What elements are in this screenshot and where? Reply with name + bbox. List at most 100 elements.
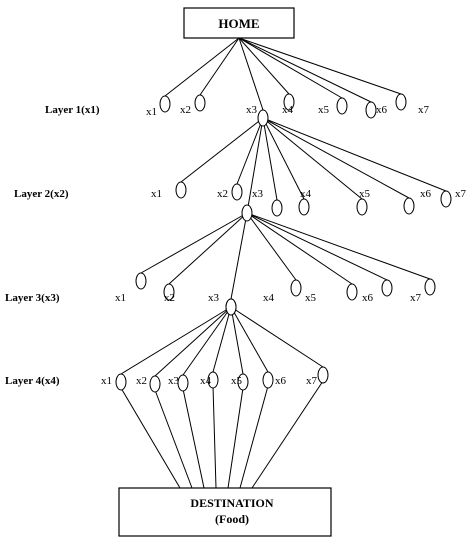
destination-node: DESTINATION (Food) (118, 487, 332, 537)
layer-2-node-label: x3 (252, 188, 264, 200)
layer-3-node (424, 278, 436, 296)
layer-4-node-label: x5 (231, 375, 243, 387)
edge-home-to-layer-1 (238, 37, 372, 103)
edge-layer-2-to-layer-3 (246, 212, 388, 281)
layer-4-node (317, 366, 329, 384)
layer-3-node-label: x5 (305, 292, 317, 304)
layer-2-label: Layer 2(x2) (14, 188, 69, 200)
layer-4-node (177, 374, 189, 392)
edge-home-to-layer-1 (238, 37, 264, 111)
edge-home-to-layer-1 (238, 37, 343, 99)
edge-layer-1-to-layer-2 (262, 117, 278, 201)
edge-layer-4-to-destination (251, 380, 324, 489)
edge-layer-3-to-layer-4 (212, 306, 232, 373)
edges (120, 37, 447, 489)
layer-2-node (175, 181, 187, 199)
edge-layer-2-to-layer-3 (246, 212, 353, 285)
edge-layer-1-to-layer-2 (262, 117, 363, 200)
layer-1-node-label: x7 (418, 104, 430, 116)
layer-4-node-label: x3 (168, 375, 180, 387)
edge-layer-1-to-layer-2 (180, 117, 264, 183)
layer-3-node-label: x3 (208, 292, 220, 304)
destination-sublabel: (Food) (215, 512, 249, 526)
layer-1-node (336, 97, 348, 115)
edge-layer-2-to-layer-3 (168, 212, 248, 285)
edge-layer-4-to-destination (239, 385, 269, 489)
layer-4-node-label: x7 (306, 375, 318, 387)
layer-3-label: Layer 3(x3) (5, 292, 60, 304)
destination-box (118, 487, 332, 537)
edge-layer-4-to-destination (154, 389, 193, 489)
layer-3-node-label: x1 (115, 292, 126, 304)
edge-home-to-layer-1 (238, 37, 290, 95)
layer-3-node (135, 272, 147, 290)
layer-4-node-label: x2 (136, 375, 147, 387)
layer-1-node-label: x3 (246, 104, 258, 116)
layer-2-node-label: x6 (420, 188, 432, 200)
layer-1-label: Layer 1(x1) (45, 104, 100, 116)
layer-1-node (257, 109, 269, 127)
layer-3-node-label: x7 (410, 292, 422, 304)
nodes (115, 93, 452, 393)
layer-3-hub-node (225, 298, 237, 316)
layer-3-node (346, 283, 358, 301)
layer-2-hub-node (241, 204, 253, 222)
layer-4-node-label: x1 (101, 375, 112, 387)
layer-3-node-label: x4 (263, 292, 275, 304)
layer-3-node (290, 279, 302, 297)
edge-layer-3-to-layer-4 (230, 306, 324, 368)
layer-2-node-label: x7 (455, 188, 467, 200)
edge-layer-3-to-layer-4 (120, 306, 232, 375)
layer-1-node (395, 93, 407, 111)
layer-3-node (163, 283, 175, 301)
destination-label: DESTINATION (190, 496, 273, 510)
home-box (183, 7, 295, 39)
edge-layer-1-to-layer-2 (262, 117, 447, 192)
layer-3-node-label: x6 (362, 292, 374, 304)
edge-layer-1-to-layer-2 (262, 117, 410, 199)
edge-home-to-layer-1 (164, 37, 240, 97)
layer-1-node-label: x1 (146, 106, 157, 118)
layer-4-node (262, 371, 274, 389)
edge-layer-1-to-layer-2 (262, 117, 305, 200)
edge-layer-4-to-destination (227, 387, 244, 489)
layer-2-node-label: x5 (359, 188, 371, 200)
home-node: HOME (183, 7, 295, 39)
layer-2-node-label: x1 (151, 188, 162, 200)
edge-layer-3-to-layer-4 (182, 306, 232, 376)
layer-3-node (381, 279, 393, 297)
layer-2-node (298, 198, 310, 216)
layer-4-node (237, 373, 249, 391)
layer-2-node (403, 197, 415, 215)
edge-layer-4-to-destination (212, 385, 217, 489)
layer-2-node (271, 199, 283, 217)
edge-home-to-layer-1 (238, 37, 402, 95)
edge-home-to-layer-1 (199, 37, 240, 96)
edge-layer-4-to-destination (182, 388, 205, 489)
layer-3-node-label: x2 (164, 292, 175, 304)
home-label: HOME (218, 16, 259, 31)
edge-layer-1-to-layer-2 (236, 117, 264, 185)
edge-layer-2-to-layer-3 (246, 212, 431, 280)
layer-1-node (283, 93, 295, 111)
layer-2-node-label: x4 (300, 188, 312, 200)
layer-4-node (207, 371, 219, 389)
layer-1-node-label: x4 (282, 104, 294, 116)
layer-2-node-label: x2 (217, 188, 228, 200)
edge-layer-3-to-layer-4 (230, 306, 269, 373)
edge-layer-2-to-layer-3 (246, 212, 297, 281)
layer-4-node (115, 373, 127, 391)
layer-4-node-label: x6 (275, 375, 287, 387)
edge-layer-2-to-layer-3 (140, 212, 248, 274)
layer-2-node (356, 198, 368, 216)
layer-1-node-label: x6 (376, 104, 388, 116)
layer-1-node (159, 95, 171, 113)
layer-1-node-label: x2 (180, 104, 191, 116)
edge-layer-4-to-destination (120, 387, 181, 489)
layer-2-node (231, 183, 243, 201)
layer-4-label: Layer 4(x4) (5, 375, 60, 387)
layer-2-node (440, 190, 452, 208)
edge-layer-3-to-layer-4 (230, 306, 244, 375)
layer-4-node (149, 375, 161, 393)
